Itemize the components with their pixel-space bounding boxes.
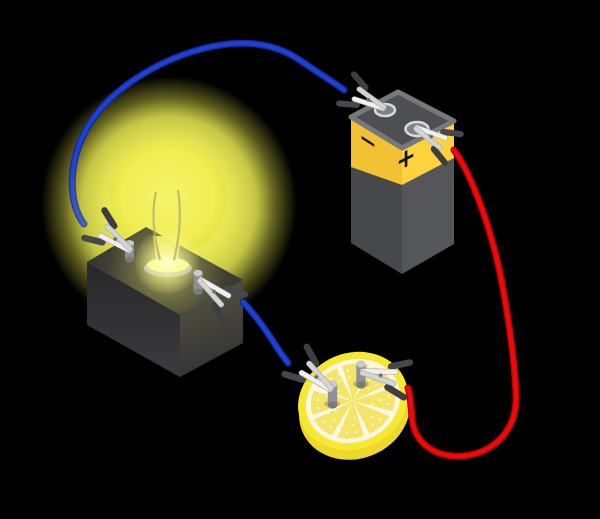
battery-negative-label: − xyxy=(360,122,377,161)
battery-body-front-face xyxy=(402,158,454,274)
red-wire-battery-to-lemon xyxy=(404,146,520,460)
battery-band-left-face xyxy=(351,117,402,185)
socket-glow xyxy=(135,230,199,294)
bulb-filament xyxy=(152,189,181,261)
bulb-base-left-face xyxy=(87,262,180,377)
blue-wire-bulb-to-lemon xyxy=(239,298,292,367)
lemon-vesicle-dots-mid xyxy=(324,375,382,427)
battery-positive-label: + xyxy=(396,139,415,179)
lemon-vesicle-dots-inner xyxy=(332,382,374,420)
battery-body-left-face xyxy=(351,167,402,274)
battery: − + xyxy=(348,89,457,274)
lemon-segments xyxy=(310,363,396,439)
bulb-base-right-face xyxy=(180,280,243,377)
bulb-glass xyxy=(109,138,227,256)
